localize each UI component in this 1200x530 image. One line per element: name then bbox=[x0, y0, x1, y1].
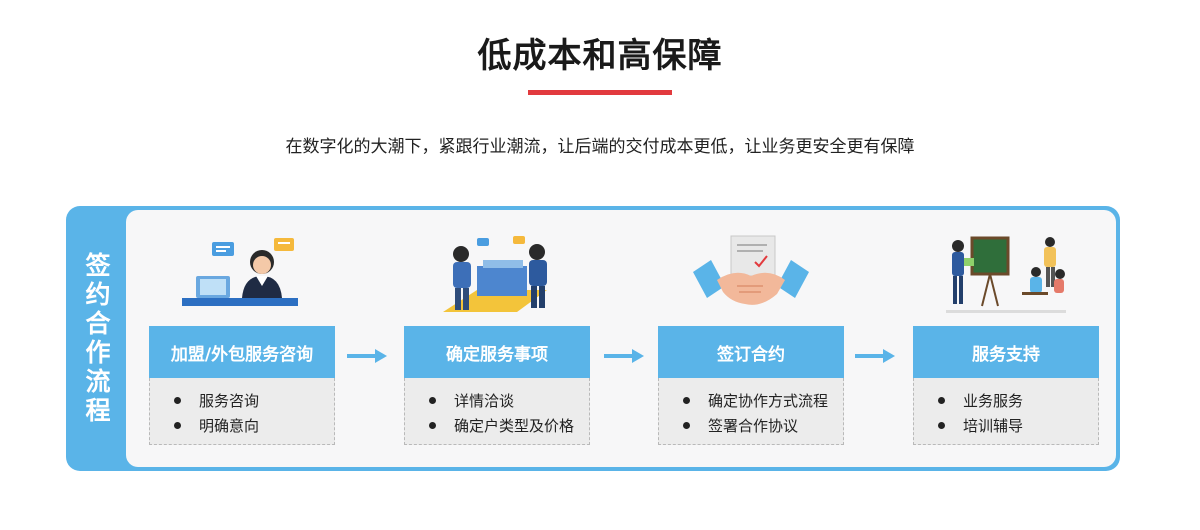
title-underline bbox=[528, 90, 672, 95]
step-card-confirm: 确定服务事项 详情洽谈 确定户类型及价格 bbox=[404, 232, 590, 445]
side-label-text: 签约合作流程 bbox=[82, 251, 111, 426]
step-card-contract: 签订合约 确定协作方式流程 签署合作协议 bbox=[658, 232, 844, 445]
process-side-label: 签约合作流程 bbox=[66, 206, 126, 471]
step-title: 确定服务事项 bbox=[404, 326, 590, 378]
page-title: 低成本和高保障 bbox=[477, 36, 723, 76]
bullet-icon bbox=[683, 397, 690, 404]
bullet-icon bbox=[429, 397, 436, 404]
list-item: 服务咨询 bbox=[150, 388, 334, 413]
list-item: 签署合作协议 bbox=[659, 413, 843, 438]
step-details: 详情洽谈 确定户类型及价格 bbox=[404, 378, 590, 445]
page-subtitle: 在数字化的大潮下，紧跟行业潮流，让后端的交付成本更低，让业务更安全更有保障 bbox=[285, 137, 915, 157]
list-item: 业务服务 bbox=[914, 388, 1098, 413]
bullet-icon bbox=[174, 422, 181, 429]
training-icon bbox=[913, 232, 1099, 324]
bullet-icon bbox=[938, 422, 945, 429]
step-card-support: 服务支持 业务服务 培训辅导 bbox=[913, 232, 1099, 445]
list-item: 确定协作方式流程 bbox=[659, 388, 843, 413]
arrow-right-icon bbox=[347, 349, 387, 363]
step-details: 服务咨询 明确意向 bbox=[149, 378, 335, 445]
arrow-right-icon bbox=[604, 349, 644, 363]
list-item: 培训辅导 bbox=[914, 413, 1098, 438]
list-item: 确定户类型及价格 bbox=[405, 413, 589, 438]
step-details: 业务服务 培训辅导 bbox=[913, 378, 1099, 445]
step-card-consult: 加盟/外包服务咨询 服务咨询 明确意向 bbox=[149, 232, 335, 445]
bullet-icon bbox=[683, 422, 690, 429]
step-title: 服务支持 bbox=[913, 326, 1099, 378]
handshake-icon bbox=[658, 232, 844, 324]
step-details: 确定协作方式流程 签署合作协议 bbox=[658, 378, 844, 445]
step-title: 签订合约 bbox=[658, 326, 844, 378]
bullet-icon bbox=[429, 422, 436, 429]
list-item: 详情洽谈 bbox=[405, 388, 589, 413]
arrow-right-icon bbox=[855, 349, 895, 363]
step-title: 加盟/外包服务咨询 bbox=[149, 326, 335, 378]
customer-service-icon bbox=[149, 232, 335, 324]
meeting-icon bbox=[404, 232, 590, 324]
bullet-icon bbox=[174, 397, 181, 404]
bullet-icon bbox=[938, 397, 945, 404]
list-item: 明确意向 bbox=[150, 413, 334, 438]
